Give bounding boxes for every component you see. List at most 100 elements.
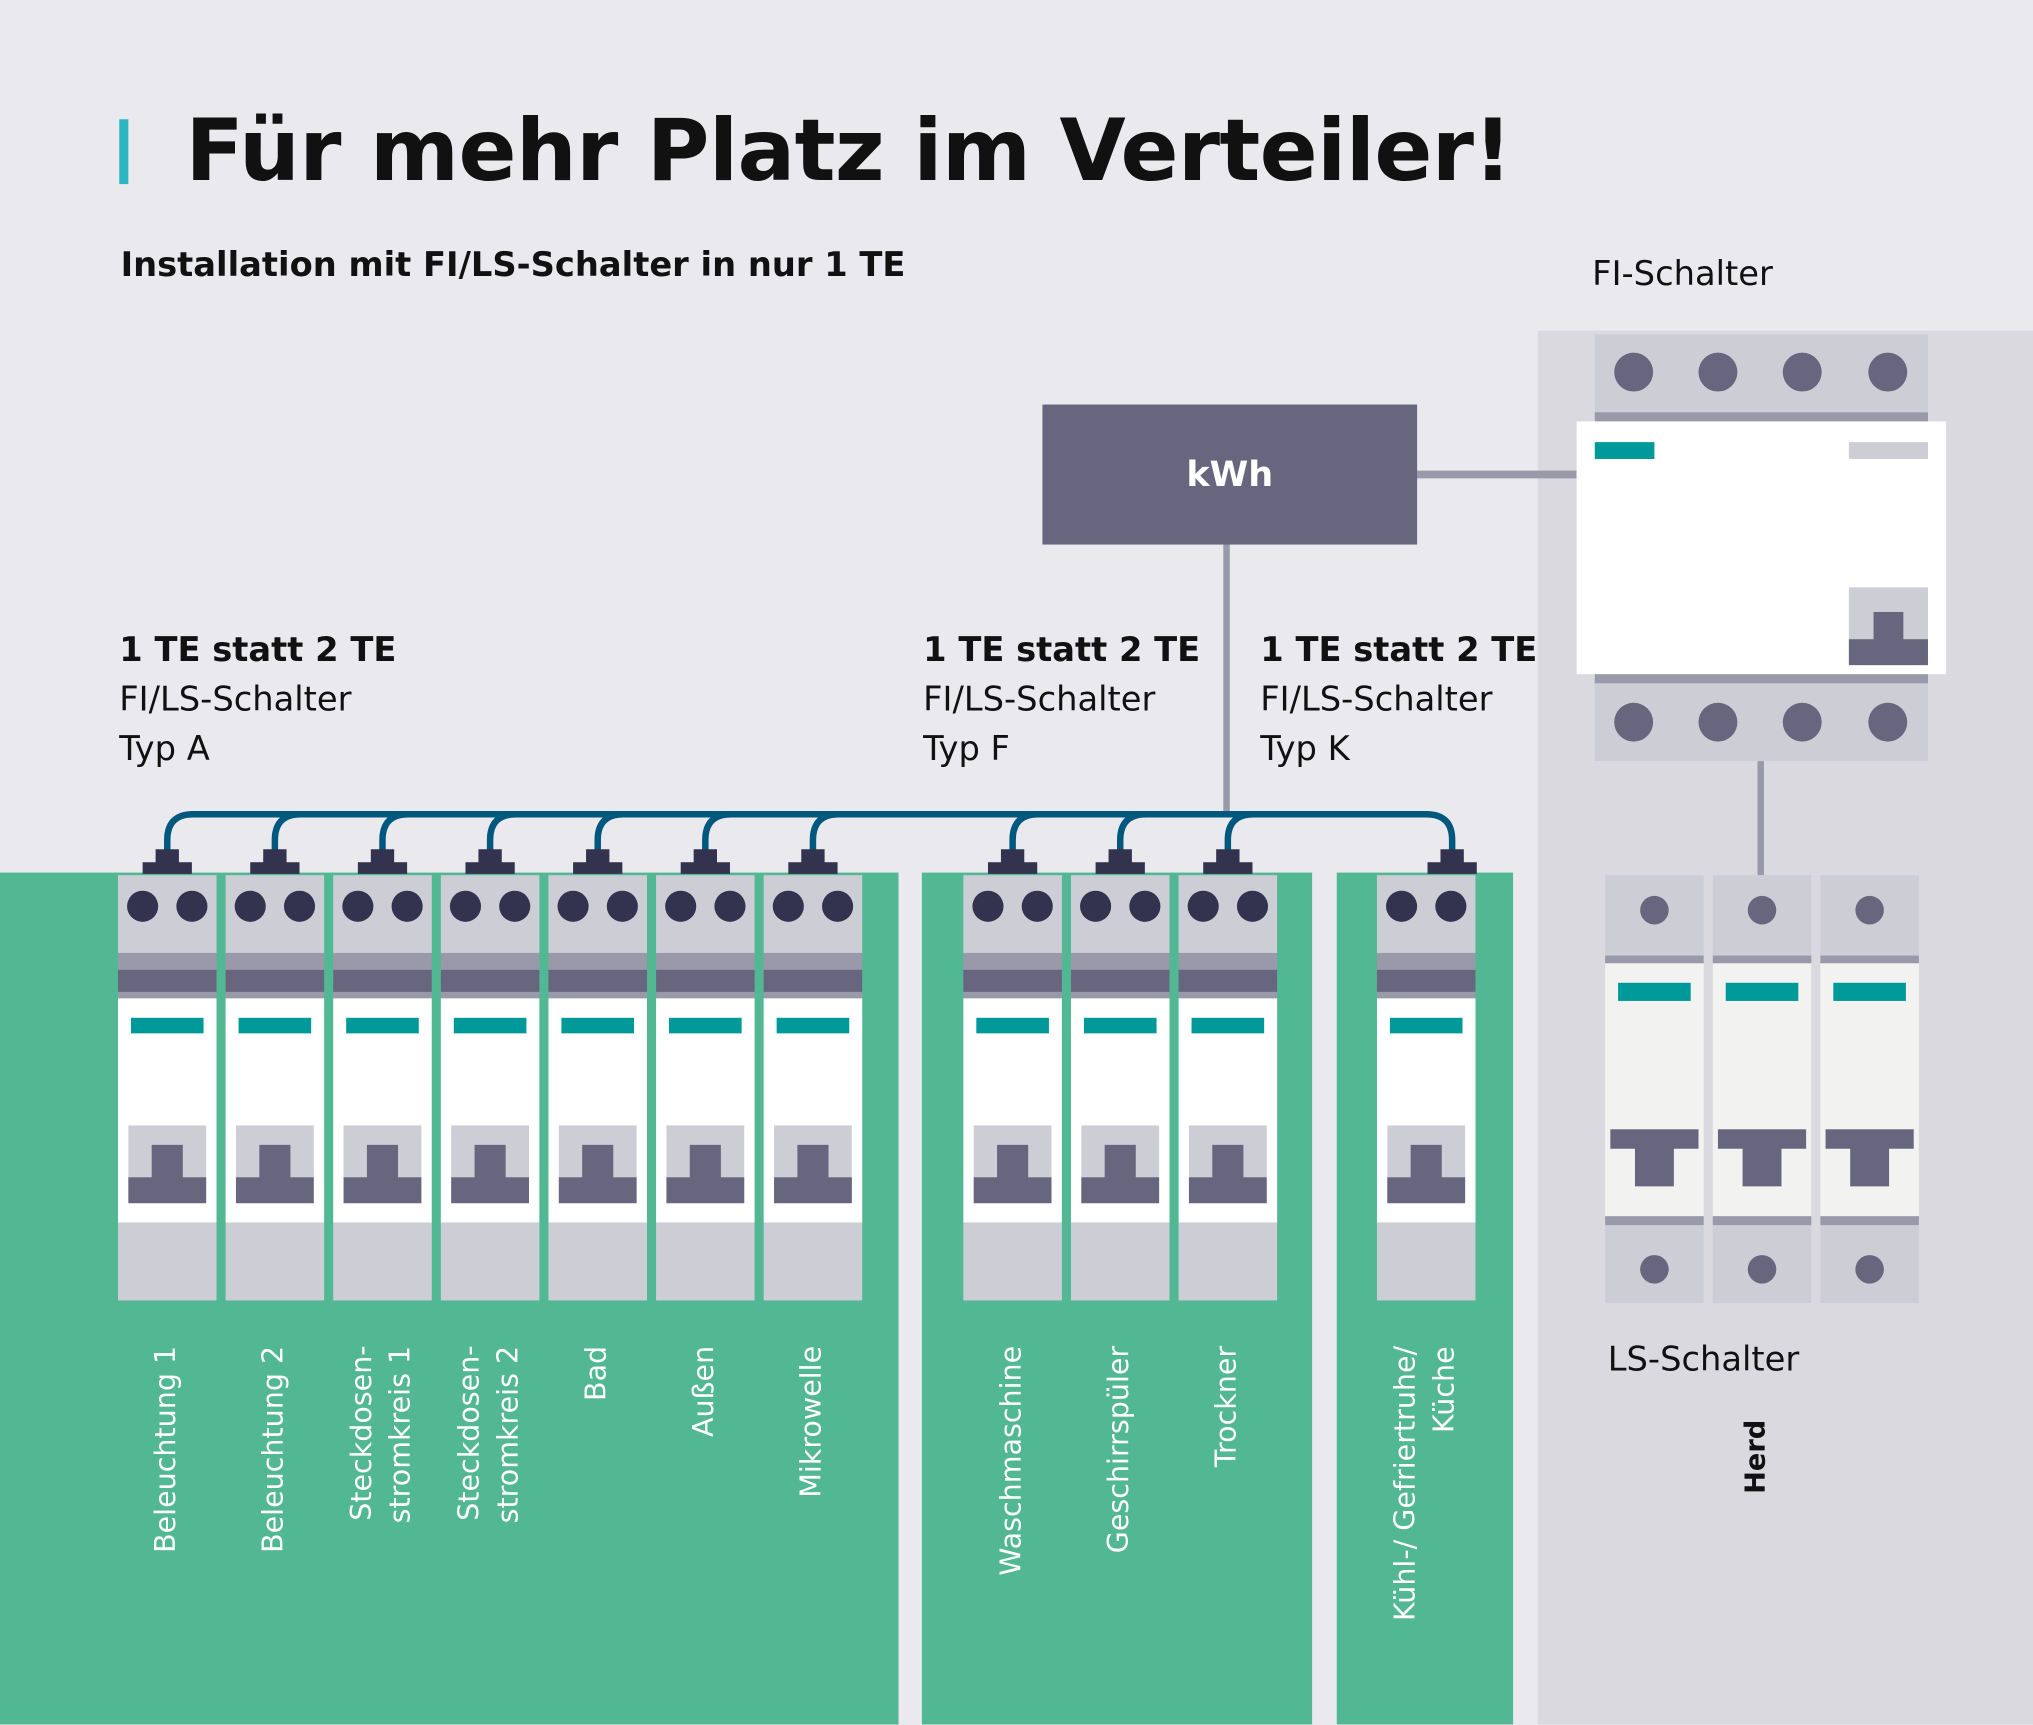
terminal-screw-icon [1236,890,1269,922]
circuit-label-line: Beleuchtung 2 [258,1345,291,1553]
status-indicator [561,1017,635,1034]
rail-band-dark [1178,969,1278,992]
toggle-switch-icon [343,1125,422,1204]
circuit-label: Trockner [1208,1346,1247,1467]
connector-icon [142,862,192,874]
group-headline: 1 TE statt 2 TE [119,631,397,671]
toggle-switch-icon [666,1125,745,1204]
rail-band-dark [1070,969,1170,992]
group-headline: 1 TE statt 2 TE [1260,631,1538,671]
toggle-lever [474,1144,506,1180]
fi-ls-breaker [225,875,325,1301]
circuit-label: Bad [578,1346,617,1401]
bottom-terminal [1178,1222,1278,1301]
subtitle: Installation mit FI/LS-Schalter in nur 1… [120,246,906,286]
connector-icon [788,862,838,874]
toggle-lever [1212,1144,1244,1180]
status-indicator [238,1017,312,1034]
group-typ-k-caption: 1 TE statt 2 TE FI/LS-Schalter Typ K [1260,626,1537,774]
toggle-lever [689,1144,721,1180]
toggle-lever [1104,1144,1136,1180]
toggle-base [666,1177,745,1204]
rail-band-dark [656,969,755,992]
circuit-label-line: stromkreis 1 [385,1345,418,1524]
fi-ls-breaker [656,875,755,1301]
connector-icon [573,862,623,874]
terminal-screw-icon [1782,702,1822,742]
toggle-switch-icon [558,1125,637,1204]
toggle-lever [797,1144,829,1180]
terminal-screw-icon [1614,352,1654,392]
bottom-terminal [1070,1222,1170,1301]
terminal-screw-icon [1782,352,1822,392]
terminal-screw-icon [714,890,746,922]
bottom-terminal [1376,1222,1476,1301]
bus-wire-drop [1009,810,1039,851]
circuit-label-line: Geschirrspüler [1103,1345,1136,1554]
toggle-lever [151,1144,183,1180]
rail-band [1605,1216,1704,1226]
circuit-label-line: Waschmaschine [995,1345,1029,1576]
circuit-label: Steckdosen-stromkreis 2 [451,1346,529,1524]
terminal-screw-icon [1080,890,1112,922]
rail-band-dark [333,969,432,992]
rail-band-dark [963,969,1062,992]
terminal-screw-icon [1747,895,1777,925]
status-indicator [1191,1017,1265,1034]
terminal-screw-icon [1698,352,1738,392]
fi-label: FI-Schalter [1592,255,1773,295]
terminal-screw-icon [391,890,423,922]
terminal-screw-icon [606,890,638,922]
terminal-screw-icon [1747,1255,1777,1284]
circuit-label: Beleuchtung 1 [148,1346,187,1553]
toggle-base [558,1177,637,1204]
terminal-screw-icon [557,890,589,922]
toggle-lever [1742,1147,1782,1187]
terminal-screw-icon [1129,890,1161,922]
bottom-terminal [440,1222,540,1301]
toggle-switch-icon [1188,1125,1267,1204]
bottom-terminal [656,1222,755,1301]
bus-wire-drop [594,810,624,851]
connector-icon [1000,849,1025,864]
rail-band [1712,1216,1812,1226]
ls-breaker [1605,875,1704,1304]
circuit-label-line: Steckdosen- [453,1345,487,1522]
terminal-screw-icon [1614,702,1654,742]
terminal-screw-icon [1640,1255,1669,1284]
toggle-switch-icon [774,1125,852,1204]
terminal-screw-icon [1021,890,1053,922]
title-accent-bar [119,119,129,185]
terminal-screw-icon [127,890,159,922]
connector-icon [1440,849,1464,864]
rail-band-dark [440,969,540,992]
circuit-label-line: Steckdosen- [346,1345,379,1522]
connector-icon [1216,849,1240,864]
bottom-terminal [763,1222,863,1301]
circuit-label: Außen [686,1346,725,1437]
rail-band [1820,955,1919,964]
bus-wire-drop [809,810,840,851]
connector-icon [693,849,717,864]
terminal-screw-icon [1698,702,1738,742]
terminal-screw-icon [1868,702,1908,742]
toggle-base [343,1177,422,1204]
connector-icon [1108,849,1132,864]
toggle-switch-icon [1825,1129,1914,1149]
group-type: Typ A [119,729,210,769]
status-indicator [1618,982,1691,1001]
connector-icon [987,862,1038,874]
terminal-screw-icon [1640,895,1669,925]
terminal-screw-icon [665,890,697,922]
connector-icon [478,849,502,864]
fi-ls-breaker [333,875,432,1301]
bus-wire-drop [271,810,301,851]
bus-wire-drop [1224,810,1254,851]
circuit-label-line: Außen [688,1345,721,1438]
bottom-terminal [117,1222,217,1301]
toggle-switch-icon [1610,1129,1699,1149]
toggle-switch-icon [1387,1125,1466,1204]
fi-ls-breaker [117,875,217,1301]
toggle-base [128,1177,207,1204]
status-indicator [453,1017,527,1034]
